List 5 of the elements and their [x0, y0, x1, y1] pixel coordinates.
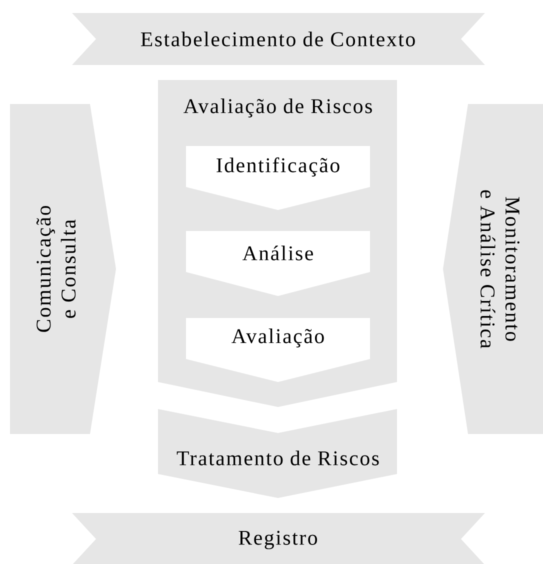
arrow-panel: Monitoramento e Análise Crítica: [443, 104, 543, 434]
chevron-box: Identificação: [186, 146, 370, 210]
arrow-panel: Comunicação e Consulta: [10, 104, 116, 434]
chevron-box: Análise: [186, 231, 370, 296]
chevron-box: Avaliação: [186, 318, 370, 382]
